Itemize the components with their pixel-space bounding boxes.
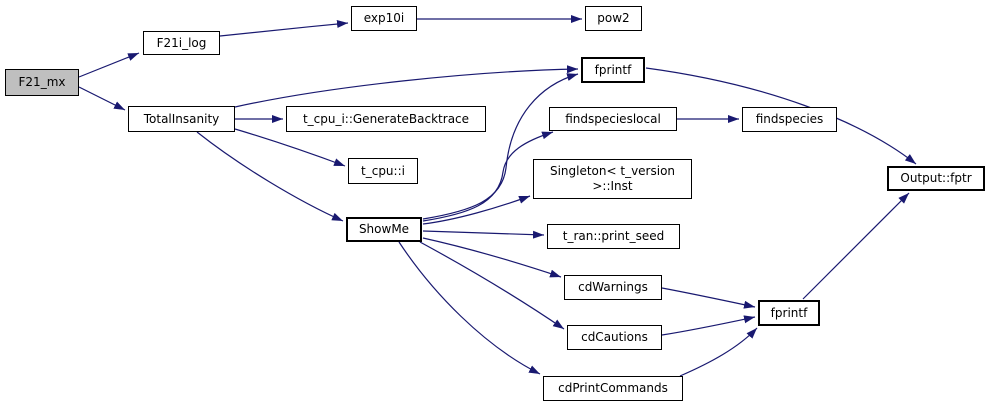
graph-node-label: F21i_log — [156, 35, 207, 50]
edge-cdwarnings-to-fprintf-bottom — [661, 287, 756, 309]
graph-node-generatebacktrace[interactable]: t_cpu_i::GenerateBacktrace — [286, 106, 486, 132]
graph-node-singleton-inst[interactable]: Singleton< t_version>::Inst — [533, 159, 692, 199]
graph-node-pow2[interactable]: pow2 — [585, 6, 642, 31]
graph-node-findspecies[interactable]: findspecies — [742, 107, 837, 132]
graph-node-label: F21_mx — [18, 75, 66, 89]
graph-node-t-ran-print-seed[interactable]: t_ran::print_seed — [547, 224, 680, 249]
graph-node-cdwarnings[interactable]: cdWarnings — [564, 275, 662, 300]
edge-fprintf-bottom-to-output-fptr — [802, 192, 910, 300]
graph-node-fprintf-top[interactable]: fprintf — [581, 57, 645, 83]
edge-showme-to-singleton-inst — [422, 195, 531, 225]
edge-f21-mx-to-totalinsanity — [78, 86, 126, 111]
graph-node-f21-mx: F21_mx — [5, 69, 79, 96]
graph-node-label: fprintf — [594, 62, 632, 77]
graph-node-findspecieslocal[interactable]: findspecieslocal — [549, 107, 677, 131]
graph-node-fprintf-bottom[interactable]: fprintf — [758, 300, 820, 326]
graph-node-label: pow2 — [597, 11, 630, 25]
edge-cdprintcommands-to-fprintf-bottom — [679, 327, 758, 377]
graph-node-f21i-log[interactable]: F21i_log — [143, 31, 220, 55]
edge-totalinsanity-to-t-cpu-i — [234, 128, 346, 167]
graph-node-cdprintcommands[interactable]: cdPrintCommands — [543, 376, 683, 401]
edge-group — [78, 15, 917, 377]
edge-showme-to-fprintf-top — [422, 73, 579, 220]
graph-node-label: findspecieslocal — [565, 111, 661, 126]
graph-node-label: Singleton< t_version — [549, 164, 676, 178]
graph-node-label: cdPrintCommands — [558, 381, 668, 395]
graph-node-label: findspecies — [755, 112, 824, 126]
graph-node-label: Output::fptr — [900, 171, 972, 185]
graph-node-exp10i[interactable]: exp10i — [351, 6, 417, 31]
edge-showme-to-cdcautions — [419, 241, 565, 330]
edge-fprintf-top-to-output-fptr — [645, 67, 917, 165]
edge-showme-to-t-ran-print-seed — [422, 230, 545, 239]
graph-node-label: t_cpu::i — [361, 163, 405, 178]
graph-node-label: >::Inst — [592, 179, 633, 193]
graph-node-label: TotalInsanity — [143, 111, 220, 126]
graph-node-output-fptr[interactable]: Output::fptr — [887, 166, 985, 191]
edge-cdcautions-to-fprintf-bottom — [661, 315, 756, 336]
edge-totalinsanity-to-showme — [196, 131, 344, 222]
edge-totalinsanity-to-fprintf-top — [234, 65, 579, 108]
graph-node-label: t_ran::print_seed — [562, 229, 665, 243]
graph-node-totalinsanity[interactable]: TotalInsanity — [128, 106, 235, 132]
edge-showme-to-findspecieslocal — [422, 131, 554, 222]
graph-node-showme[interactable]: ShowMe — [346, 217, 422, 242]
graph-node-label: cdCautions — [581, 330, 648, 344]
graph-node-label: ShowMe — [358, 222, 410, 236]
graph-node-label: exp10i — [363, 11, 405, 25]
edge-f21i-log-to-exp10i — [219, 20, 349, 37]
graph-node-t-cpu-i[interactable]: t_cpu::i — [348, 158, 418, 184]
graph-node-label: t_cpu_i::GenerateBacktrace — [302, 111, 470, 126]
graph-node-label: fprintf — [770, 305, 808, 320]
edge-f21-mx-to-f21i-log — [78, 52, 140, 78]
edge-showme-to-cdwarnings — [422, 237, 562, 278]
edge-showme-to-cdprintcommands — [398, 241, 541, 375]
graph-node-cdcautions[interactable]: cdCautions — [567, 325, 662, 350]
graph-node-label: cdWarnings — [578, 280, 648, 294]
